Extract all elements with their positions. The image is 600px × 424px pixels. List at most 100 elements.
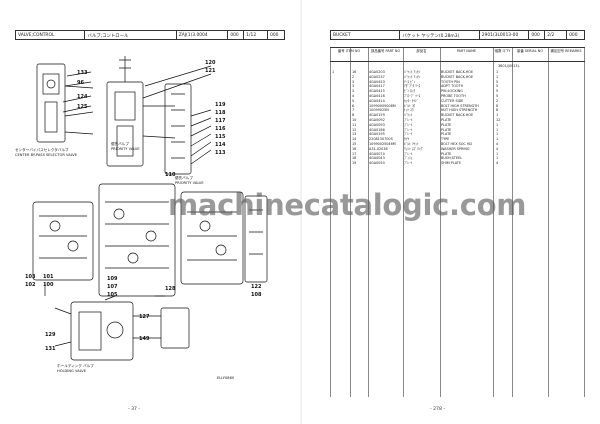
cell-jp: ﾂｰｽ ﾋﾟﾝ [404, 79, 416, 84]
cell-part: 4GA0203 [369, 70, 385, 74]
callout: 116 [215, 126, 226, 132]
cell-qty: 5 [496, 94, 499, 98]
cell-qty: 5 [496, 84, 499, 89]
callout: 121 [205, 68, 216, 74]
cell-no: 4 [352, 94, 355, 98]
model-label: 3801J(0013)- [498, 64, 521, 68]
priority-caption-2: 優先バルブ PRIORITY VALVE [175, 176, 204, 185]
cell-name: BUCKET BACK-HOE [441, 70, 474, 74]
cell-qty: 8 [496, 103, 499, 108]
cell-qty: 4 [496, 146, 499, 151]
callout: 115 [215, 134, 226, 140]
cell-no: 10 [352, 118, 357, 122]
cell-name: BUCKET BACK-HOE [441, 113, 474, 118]
callout: 110 [165, 172, 176, 178]
center-bypass-caption: センターバイパスセレクタバルブ CENTER BY-PASS SELECTOR … [15, 148, 78, 157]
th-part-no: 部品番号 PART NO [370, 49, 401, 53]
header-catalog-no: ZAJ(1)3.0004 [177, 31, 229, 39]
cell-name: PLATE [441, 127, 452, 132]
callout: 124 [77, 94, 88, 100]
cell-no: 16 [352, 70, 357, 74]
cell-name: CUTTER SIDE [441, 98, 464, 103]
cell-part: 4GA0237 [369, 74, 385, 79]
callout: 120 [205, 60, 216, 66]
callout: 119 [215, 102, 226, 108]
callout: 118 [215, 110, 226, 116]
callout: 129 [45, 332, 56, 338]
cell-name: PROBE TOOTH [441, 94, 466, 98]
cell-part: 4GA0092 [369, 118, 385, 122]
cell-part: A31-02036 [369, 146, 388, 151]
cell-qty: 2 [496, 98, 499, 103]
cell-name: ADPT TOOTH [441, 84, 464, 89]
cell-qty: 1 [496, 151, 499, 156]
cell-jp: ｱﾀﾞﾌﾟﾀ ﾂｰｽ [404, 84, 421, 89]
header-section: BUCKET [331, 31, 401, 39]
cell-part: 4GA0043 [369, 156, 385, 161]
cell-part: 4GA0414 [369, 98, 385, 103]
cell-qty: 1 [496, 70, 499, 74]
cell-qty: 4 [496, 161, 499, 166]
parts-table: 番号 ITEM NO 部品番号 PART NO 部品名 PART NAME 個数… [330, 47, 585, 397]
cell-qty: 1 [496, 137, 499, 142]
callout: 113 [215, 150, 226, 156]
callout: 149 [139, 336, 150, 342]
cell-part: 10099025N [369, 108, 389, 113]
header-catalog-no: 2901(3L0013-00 [480, 31, 530, 39]
cell-jp: ﾋﾟﾝ ﾛｯｸ [404, 89, 416, 94]
cell-qty: 4 [496, 142, 499, 146]
callout: 101 [43, 274, 54, 280]
cell-qty: 1 [496, 132, 499, 137]
cell-part: 4GA0074 [369, 151, 385, 156]
cell-name: PIN;LOCKING [441, 89, 463, 94]
cell-jp: ｶｯﾀｰ ｻｲﾄﾞ [404, 98, 419, 103]
callout: 125 [77, 104, 88, 110]
cell-name: TOOTH PIN [441, 79, 460, 84]
callout: 117 [215, 118, 226, 124]
callout: 127 [139, 314, 150, 320]
cell-part: 4GA0416 [369, 94, 385, 98]
cell-jp: ﾎﾞﾙﾄ ｿｹｯﾄ [404, 142, 419, 146]
cell-qty: 1 [496, 127, 499, 132]
cell-no: 7 [352, 108, 355, 113]
cell-jp: ﾌﾟﾚｰﾄ [404, 132, 413, 137]
cell-name: NUT HIGH STRENGTH [441, 108, 478, 113]
cell-name: BOLT HEX SOC HD [441, 142, 473, 146]
callout: 108 [251, 292, 262, 298]
cell-no: 18 [352, 156, 357, 161]
callout: 131 [45, 346, 56, 352]
cell-part: 4GA0417 [369, 84, 385, 89]
page-fold [300, 0, 302, 424]
cell-no: 13 [352, 132, 357, 137]
cell-part: 10990025046M [369, 142, 396, 146]
cell-name: PLATE [441, 122, 452, 127]
table-header: 番号 ITEM NO 部品番号 PART NO 部品名 PART NAME 個数… [330, 48, 585, 62]
callout: 114 [215, 142, 226, 148]
cell-no: 3 [352, 89, 355, 94]
th-qty: 個数 Q'TY [494, 49, 511, 53]
callout: 96 [77, 80, 84, 86]
right-page-number: - 278 - [430, 407, 446, 412]
priority-caption: 優先バルブ PRIORITY VALVE [111, 142, 140, 151]
cell-qty: 5 [496, 79, 499, 84]
cell-name: WASHER SPRING [441, 146, 470, 151]
callout: 109 [107, 276, 118, 282]
cell-no: 14 [352, 137, 357, 142]
header-page-of: 1/12 [244, 31, 269, 39]
header-code: 000 [270, 32, 279, 38]
th-jp-name: 部品名 [416, 49, 427, 53]
cell-name: TYPE [441, 137, 450, 142]
cell-jp: ﾌﾟﾚｰﾄ [404, 161, 413, 166]
cell-jp: ﾌﾟﾚｰﾄ [404, 122, 413, 127]
